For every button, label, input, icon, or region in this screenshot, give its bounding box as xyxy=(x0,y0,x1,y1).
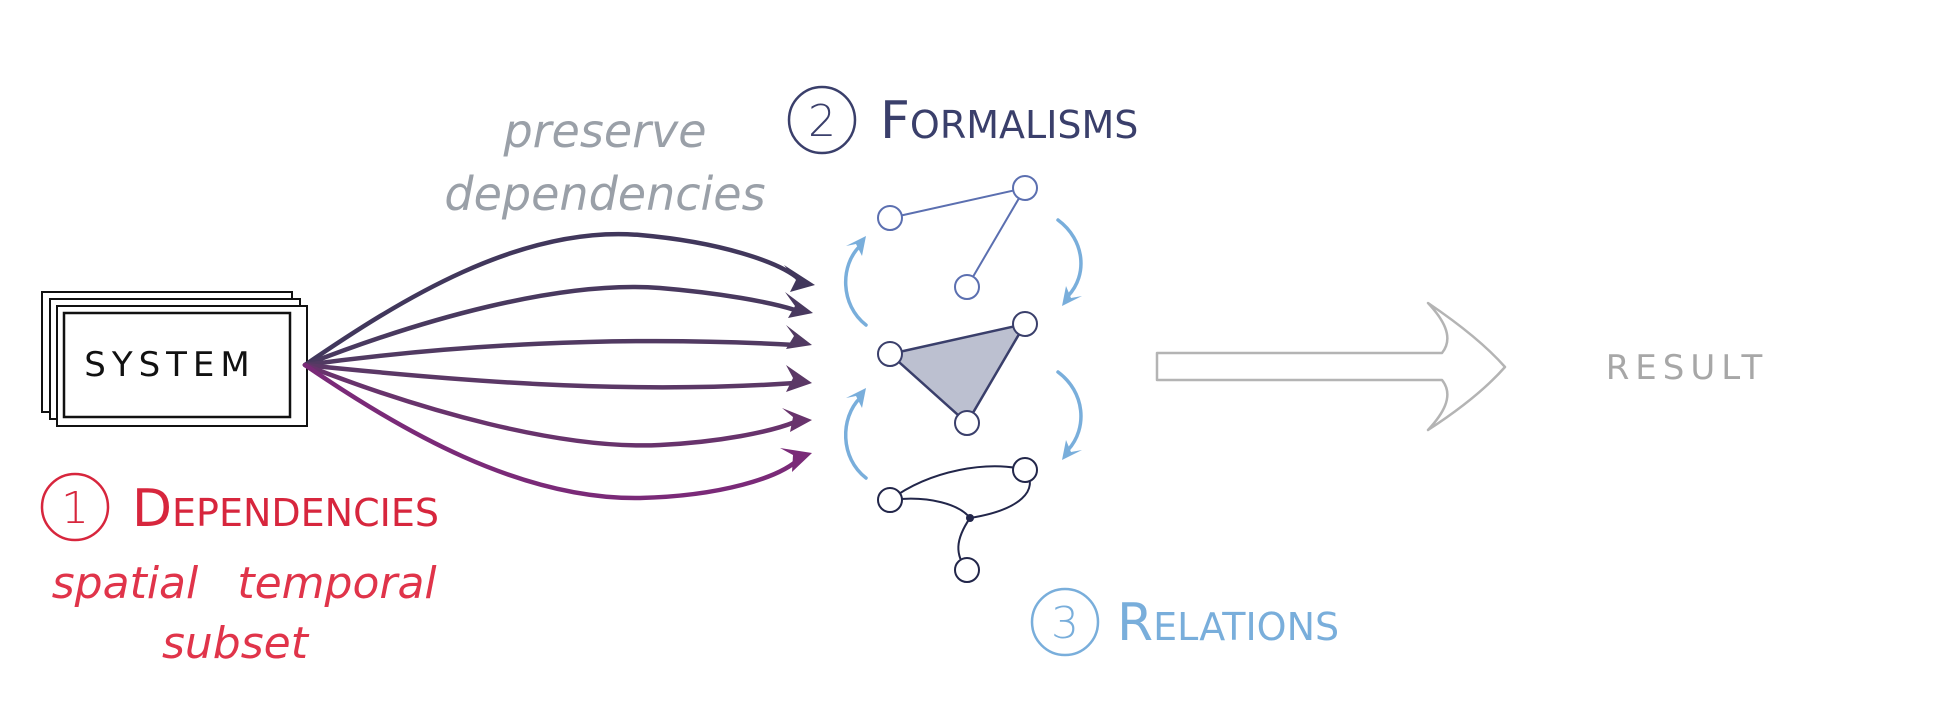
preserve-note-line2: dependencies xyxy=(444,167,765,221)
dependencies-title: DEPENDENCIES xyxy=(132,479,439,539)
relation-arrow-up-1 xyxy=(843,244,868,327)
graph-node xyxy=(877,205,903,231)
relations-heading: 3 RELATIONS xyxy=(1030,587,1339,657)
dependency-arrow-2 xyxy=(302,284,798,368)
preserve-note: preserve dependencies xyxy=(444,104,765,221)
relation-arrow-up-2 xyxy=(843,396,868,480)
complex-node xyxy=(877,341,903,367)
relations-number: 3 xyxy=(1051,598,1079,649)
dependency-arrow-3 xyxy=(302,338,798,368)
dependency-arrow-1 xyxy=(302,231,803,368)
dependency-arrowheads xyxy=(780,265,815,472)
hypergraph-formalism xyxy=(877,457,1038,583)
dependency-type-subset: subset xyxy=(162,618,310,669)
dependencies-number-circle xyxy=(40,472,110,542)
complex-node xyxy=(954,410,980,436)
dependency-arrows xyxy=(302,231,803,501)
system-label: SYSTEM xyxy=(84,345,256,385)
dependencies-number: 1 xyxy=(61,483,89,534)
result-arrow xyxy=(1155,301,1507,432)
formalisms-number-circle xyxy=(787,85,857,155)
graph-formalism xyxy=(877,175,1038,300)
hypergraph-node xyxy=(877,487,903,513)
dependency-type-temporal: temporal xyxy=(237,558,437,609)
dependency-arrow-6 xyxy=(302,362,803,501)
relations-title: RELATIONS xyxy=(1117,593,1339,653)
relations-number-circle xyxy=(1030,587,1100,657)
result-label: RESULT xyxy=(1606,348,1769,388)
formalisms-number: 2 xyxy=(808,96,836,147)
hypergraph-node xyxy=(1012,457,1038,483)
preserve-note-line1: preserve xyxy=(502,104,706,158)
simplicial-complex-formalism xyxy=(877,311,1038,436)
formalisms-title: FORMALISMS xyxy=(880,91,1138,151)
dependency-type-spatial: spatial xyxy=(52,558,199,609)
formalisms-heading: 2 FORMALISMS xyxy=(787,85,1138,155)
relation-arrows xyxy=(843,218,1083,480)
relation-arrowheads xyxy=(846,236,1082,460)
hypergraph-node xyxy=(954,557,980,583)
graph-node xyxy=(954,274,980,300)
dependencies-heading: 1 DEPENDENCIES xyxy=(40,472,439,542)
dependency-arrow-5 xyxy=(302,362,798,448)
dependency-types: spatial temporal subset xyxy=(52,558,438,669)
hypergraph-junction xyxy=(966,514,974,522)
system-box: SYSTEM xyxy=(41,291,308,427)
relation-arrow-down-2 xyxy=(1056,370,1083,452)
relation-arrow-down-1 xyxy=(1056,218,1083,298)
complex-node xyxy=(1012,311,1038,337)
graph-node xyxy=(1012,175,1038,201)
dependency-arrow-4 xyxy=(302,362,798,390)
